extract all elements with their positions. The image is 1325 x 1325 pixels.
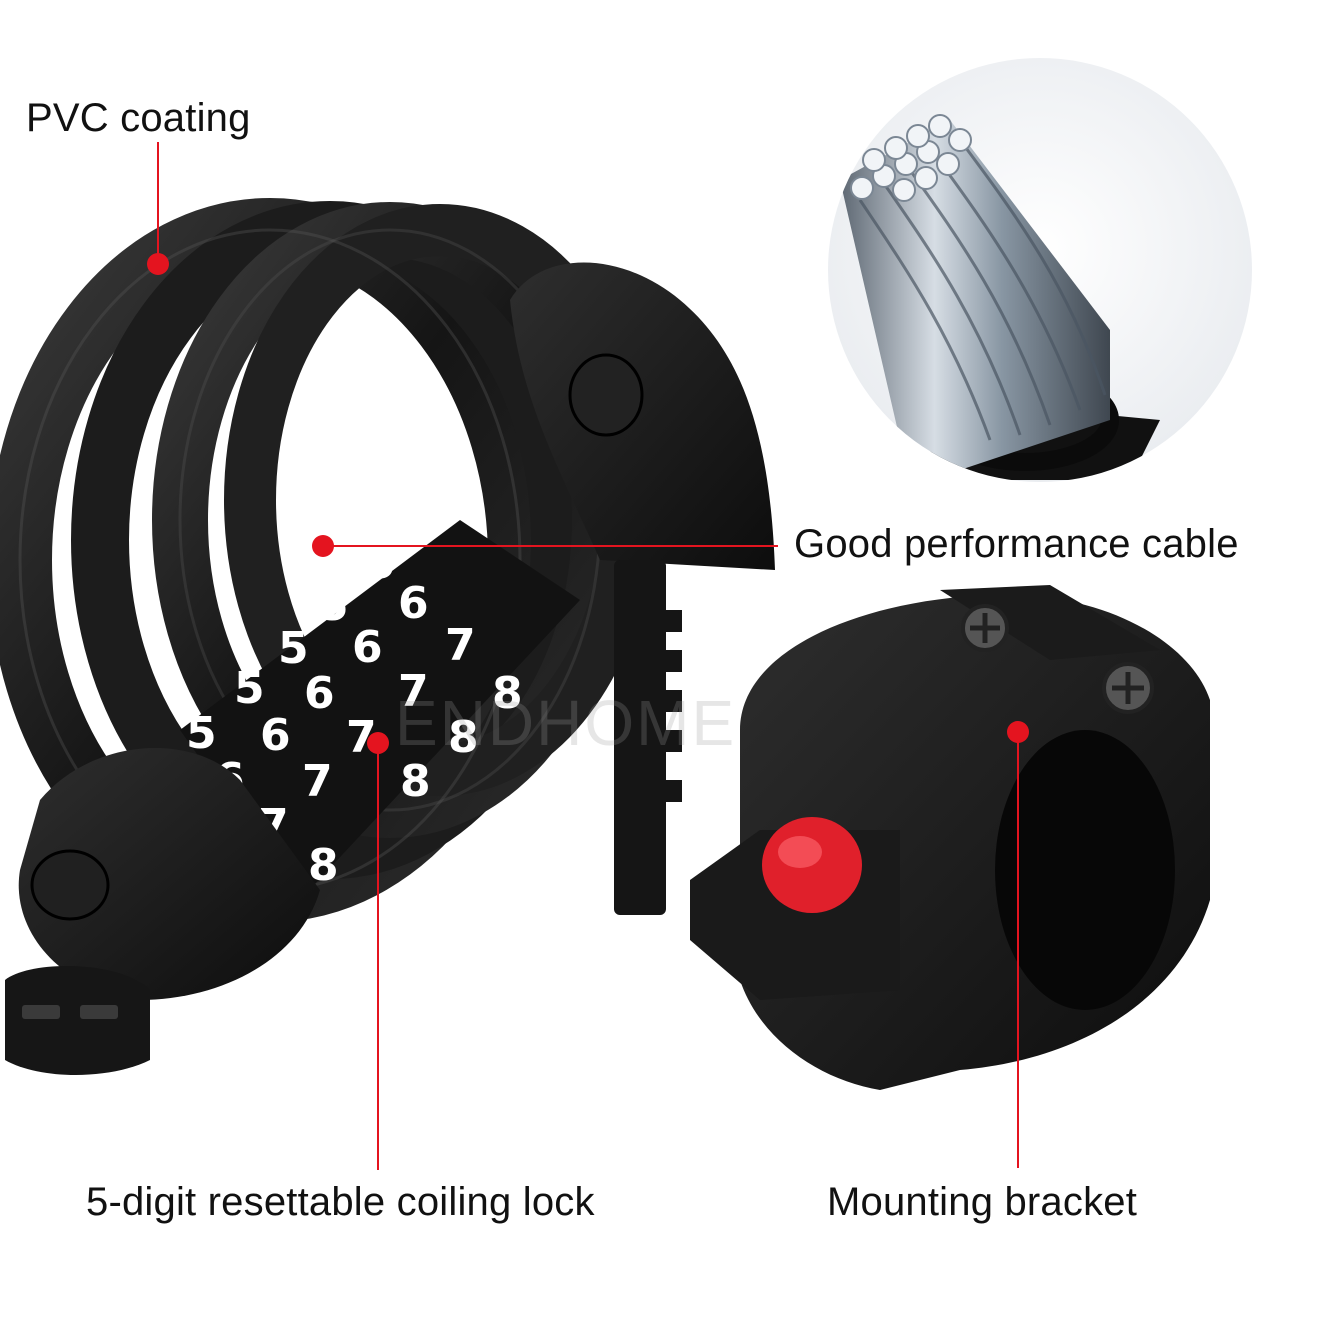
callout-good-performance-cable: Good performance cable bbox=[794, 522, 1239, 566]
callout-dot-lock bbox=[367, 732, 389, 754]
callout-pvc-coating: PVC coating bbox=[26, 96, 251, 140]
callout-dot-pvc bbox=[147, 253, 169, 275]
cable-detail-inset bbox=[828, 58, 1252, 482]
lock-key bbox=[614, 560, 682, 915]
dial-digit: 6 bbox=[398, 578, 429, 629]
dial-digit: 5 bbox=[186, 708, 217, 759]
dial-digit: 7 bbox=[445, 620, 476, 671]
dial-digit: 6 bbox=[260, 710, 291, 761]
dial-digit: 5 bbox=[234, 663, 265, 714]
dial-digit: 7 bbox=[398, 666, 429, 717]
mounting-bracket bbox=[690, 585, 1210, 1090]
callout-coiling-lock: 5-digit resettable coiling lock bbox=[86, 1180, 595, 1224]
dial-digit: 5 bbox=[318, 580, 349, 631]
dial-digit: 8 bbox=[448, 712, 479, 763]
callout-leaders bbox=[147, 142, 1029, 1170]
lock-body bbox=[5, 747, 321, 1075]
dial-digit: 6 bbox=[304, 668, 335, 719]
callout-dot-bracket bbox=[1007, 721, 1029, 743]
watermark: ENDHOME bbox=[395, 687, 736, 759]
lock-head bbox=[510, 262, 775, 570]
callout-mounting-bracket: Mounting bracket bbox=[827, 1180, 1138, 1224]
dial-digit: 7 bbox=[302, 756, 333, 807]
callout-dot-cable bbox=[312, 535, 334, 557]
dial-digit: 8 bbox=[400, 756, 431, 807]
dial-digit: 8 bbox=[492, 668, 523, 719]
dial-digit: 5 bbox=[278, 623, 309, 674]
dial-digit: 6 bbox=[352, 622, 383, 673]
